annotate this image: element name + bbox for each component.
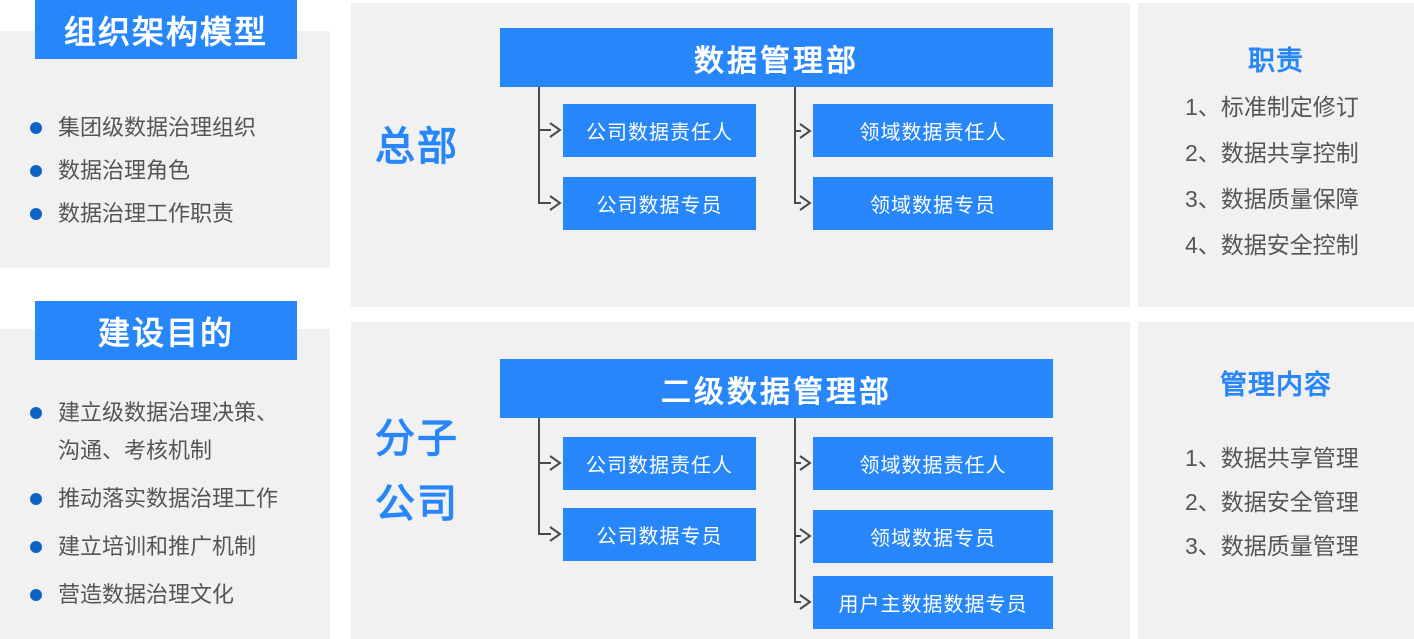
role-box-domain-owner: 领域数据责任人 (813, 104, 1053, 157)
list-item: 数据治理工作职责 (30, 192, 310, 235)
headquarters-label: 总部 (375, 125, 459, 169)
subsidiaries-label-line1: 分子 (375, 417, 459, 461)
architecture-title-banner: 组织架构模型 (35, 0, 297, 59)
list-item: 数据治理角色 (30, 149, 310, 192)
dept-box-subsidiary: 二级数据管理部 (500, 359, 1053, 418)
role-box-label: 公司数据责任人 (586, 455, 733, 477)
role-box-label: 领域数据责任人 (859, 122, 1007, 144)
architecture-list: 集团级数据治理组织 数据治理角色 数据治理工作职责 (30, 106, 310, 235)
responsibilities-list: 1、标准制定修订 2、数据共享控制 3、数据质量保障 4、数据安全控制 (1185, 84, 1359, 268)
purpose-panel (0, 329, 330, 639)
role-box-domain-owner: 领域数据责任人 (813, 437, 1053, 490)
role-box-label: 用户主数据数据专员 (838, 594, 1028, 616)
role-box-company-specialist: 公司数据专员 (563, 177, 756, 230)
list-item: 2、数据共享控制 (1185, 140, 1359, 166)
subsidiaries-label: 分子 公司 (375, 407, 459, 537)
role-box-label: 领域数据责任人 (859, 455, 1007, 477)
role-box-company-specialist: 公司数据专员 (563, 508, 756, 561)
role-box-domain-specialist: 领域数据专员 (813, 510, 1053, 563)
role-box-company-owner: 公司数据责任人 (563, 104, 756, 157)
dept-box-headquarters: 数据管理部 (500, 28, 1053, 87)
purpose-list: 建立级数据治理决策、沟通、考核机制 推动落实数据治理工作 建立培训和推广机制 营… (30, 394, 293, 624)
subsidiaries-panel: 分子 公司 二级数据管理部 公司数据责任人 公司数据专员 领域数据责任人 (351, 322, 1130, 639)
role-box-label: 公司数据专员 (596, 195, 723, 217)
role-box-label: 领域数据专员 (870, 528, 996, 550)
subsidiaries-label-line2: 公司 (375, 482, 459, 526)
list-item: 推动落实数据治理工作 (30, 480, 293, 518)
dept-box-label: 数据管理部 (694, 44, 859, 78)
responsibilities-title: 职责 (1248, 46, 1304, 76)
list-item: 1、数据共享管理 (1185, 445, 1359, 471)
list-item: 集团级数据治理组织 (30, 106, 310, 149)
role-box-label: 公司数据专员 (596, 526, 723, 548)
management-scope-list: 1、数据共享管理 2、数据安全管理 3、数据质量管理 (1185, 436, 1359, 568)
list-item: 建立培训和推广机制 (30, 528, 293, 566)
list-item: 营造数据治理文化 (30, 576, 293, 614)
list-item: 4、数据安全控制 (1185, 232, 1359, 258)
headquarters-panel: 总部 数据管理部 公司数据责任人 公司数据专员 领域数据责任人 领域数据专员 (351, 3, 1130, 307)
role-box-label: 领域数据专员 (870, 195, 996, 217)
purpose-title: 建设目的 (97, 314, 234, 351)
role-box-domain-specialist: 领域数据专员 (813, 177, 1053, 230)
list-item: 3、数据质量保障 (1185, 186, 1359, 212)
architecture-panel (0, 31, 330, 268)
role-box-user-masterdata-specialist: 用户主数据数据专员 (813, 576, 1053, 629)
role-box-company-owner: 公司数据责任人 (563, 437, 756, 490)
dept-box-label: 二级数据管理部 (661, 375, 892, 409)
management-scope-title: 管理内容 (1220, 370, 1332, 400)
architecture-title: 组织架构模型 (63, 13, 268, 50)
list-item: 3、数据质量管理 (1185, 533, 1359, 559)
role-box-label: 公司数据责任人 (586, 122, 733, 144)
management-scope-panel: 管理内容 1、数据共享管理 2、数据安全管理 3、数据质量管理 (1138, 322, 1414, 639)
list-item: 建立级数据治理决策、沟通、考核机制 (30, 394, 293, 470)
responsibilities-panel: 职责 1、标准制定修订 2、数据共享控制 3、数据质量保障 4、数据安全控制 (1138, 3, 1414, 307)
purpose-title-banner: 建设目的 (35, 301, 297, 360)
list-item: 1、标准制定修订 (1185, 94, 1359, 120)
list-item: 2、数据安全管理 (1185, 489, 1359, 515)
